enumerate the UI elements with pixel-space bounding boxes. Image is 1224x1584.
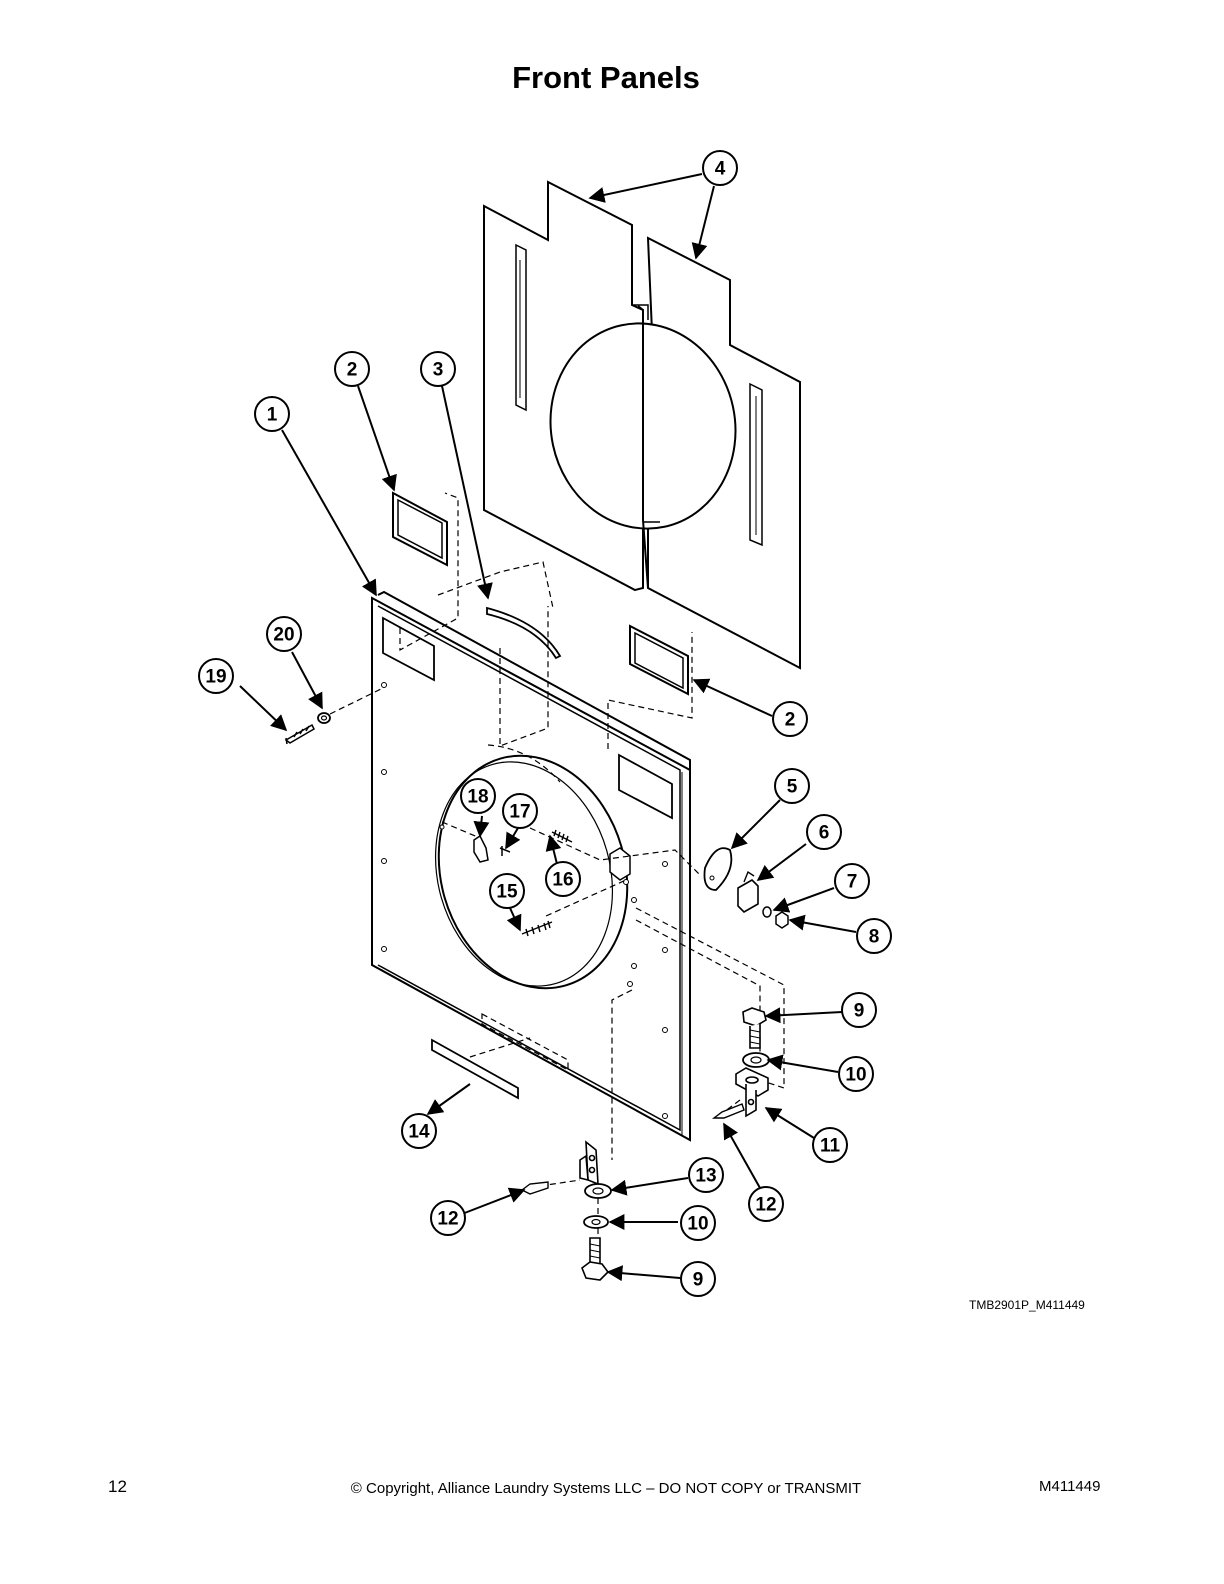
callout-20 <box>266 616 302 652</box>
copyright-notice: © Copyright, Alliance Laundry Systems LL… <box>350 1480 862 1497</box>
callout-label: 15 <box>496 882 518 903</box>
callout-label: 9 <box>693 1270 704 1291</box>
window-gasket-top <box>392 491 448 567</box>
callout-8 <box>856 918 892 954</box>
callout-label: 12 <box>755 1195 776 1216</box>
callout-2-top <box>334 351 370 387</box>
callout-label: 5 <box>787 777 798 798</box>
callout-14 <box>401 1113 437 1149</box>
callout-9-lower <box>680 1261 716 1297</box>
panel-window-top-left <box>382 616 435 682</box>
door-latch-bracket <box>609 847 631 881</box>
callout-label: 12 <box>437 1209 458 1230</box>
washer-7 <box>762 906 772 918</box>
callout-label: 11 <box>820 1136 841 1157</box>
callout-11 <box>812 1127 848 1163</box>
panel-holes <box>381 682 668 1119</box>
callout-12-right <box>748 1186 784 1222</box>
screw-12-left <box>520 1181 549 1195</box>
callout-label: 17 <box>509 802 530 823</box>
nut-8 <box>775 911 789 929</box>
callout-16 <box>545 861 581 897</box>
callout-label: 10 <box>687 1214 708 1235</box>
callout-label: 7 <box>847 872 858 893</box>
callout-17 <box>502 793 538 829</box>
callout-label: 10 <box>845 1065 866 1086</box>
bracket-13 <box>579 1140 599 1186</box>
page-number: 12 <box>108 1477 127 1496</box>
spring-15 <box>521 920 553 937</box>
callout-label: 19 <box>205 667 226 688</box>
callout-18 <box>460 778 496 814</box>
callout-7 <box>834 863 870 899</box>
screw-17 <box>499 846 511 856</box>
door-switch-6 <box>737 879 759 913</box>
callout-6 <box>806 814 842 850</box>
callout-label: 13 <box>695 1166 716 1187</box>
bottom-strip <box>431 1038 519 1100</box>
callout-label: 2 <box>347 360 358 381</box>
callout-label: 2 <box>785 710 796 731</box>
curved-strip <box>486 606 562 660</box>
screw-19 <box>284 723 315 745</box>
callout-label: 20 <box>273 625 294 646</box>
callout-label: 6 <box>819 823 830 844</box>
page-title: Front Panels <box>512 60 700 95</box>
bracket-11 <box>735 1067 769 1118</box>
callout-label: 14 <box>408 1122 430 1143</box>
callout-1 <box>254 396 290 432</box>
callout-9-upper <box>841 992 877 1028</box>
callout-3 <box>420 351 456 387</box>
callout-15 <box>489 873 525 909</box>
screw-12-right <box>711 1103 745 1119</box>
callout-label: 8 <box>869 927 880 948</box>
callout-2-right <box>772 701 808 737</box>
callout-5 <box>774 768 810 804</box>
callout-label: 9 <box>854 1001 865 1022</box>
model-number: M411449 <box>1039 1478 1101 1495</box>
panel-door-opening <box>437 754 629 990</box>
callout-label: 3 <box>433 360 444 381</box>
callouts <box>198 150 892 1297</box>
callout-12-left <box>430 1200 466 1236</box>
callout-label: 16 <box>552 870 573 891</box>
bolt-9-lower <box>581 1237 610 1281</box>
callout-label: 1 <box>267 405 278 426</box>
callout-label: 4 <box>715 159 726 180</box>
cover-plate-5 <box>703 847 733 891</box>
callout-10-lower <box>680 1205 716 1241</box>
window-gasket-right <box>629 624 689 696</box>
panel-window-right <box>618 753 673 820</box>
callout-13 <box>688 1157 724 1193</box>
callout-4 <box>702 150 738 186</box>
callout-label: 18 <box>467 787 488 808</box>
bolt-9-upper <box>742 1007 767 1049</box>
callout-10-upper <box>838 1056 874 1092</box>
callout-19 <box>198 658 234 694</box>
diagram-reference-code: TMB2901P_M411449 <box>969 1298 1085 1312</box>
